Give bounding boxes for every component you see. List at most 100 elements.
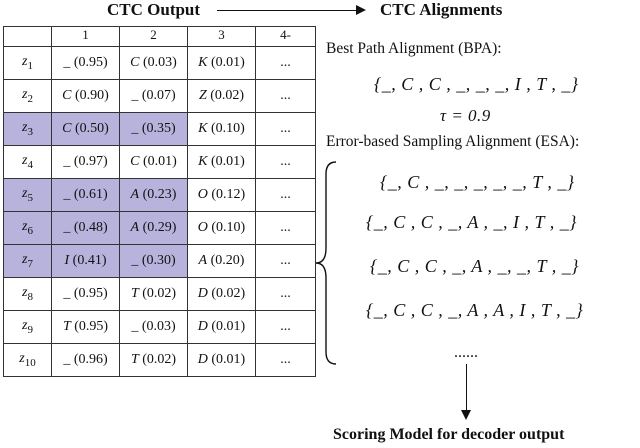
probability-cell: T (0.02)	[119, 343, 188, 377]
timestep-label: z10	[3, 343, 52, 377]
token-probability: (0.61)	[73, 187, 108, 202]
down-arrow-line	[466, 364, 467, 414]
token-probability: (0.35)	[141, 121, 176, 136]
column-header: 1	[51, 26, 120, 47]
probability-cell: _ (0.48)	[51, 211, 120, 245]
timestep-symbol: z	[22, 285, 28, 301]
token-symbol: I	[64, 253, 70, 268]
probability-cell: _ (0.35)	[119, 112, 188, 146]
token-symbol: _	[131, 253, 139, 268]
token-probability: (0.48)	[73, 220, 108, 235]
probability-cell: O (0.10)	[187, 211, 256, 245]
tau-value: τ = 0.9	[440, 106, 491, 125]
table-row: z8_ (0.95)T (0.02)D (0.02)...	[3, 277, 316, 311]
timestep-index: 3	[27, 125, 33, 138]
token-probability: (0.01)	[211, 352, 246, 367]
token-probability: (0.10)	[211, 220, 246, 235]
token-probability: (0.02)	[211, 286, 246, 301]
token-symbol: O	[197, 187, 208, 202]
probability-cell: A (0.23)	[119, 178, 188, 212]
scoring-model-label: Scoring Model for decoder output	[333, 426, 565, 443]
probability-cell: D (0.01)	[187, 343, 256, 377]
token-probability: (0.10)	[211, 121, 245, 136]
column-header: 4-	[255, 26, 316, 47]
probability-cell: A (0.29)	[119, 211, 188, 245]
timestep-index: 7	[27, 257, 33, 270]
token-probability: (0.02)	[210, 88, 245, 103]
table-row: z5_ (0.61)A (0.23)O (0.12)...	[3, 178, 316, 212]
probability-cell: ...	[255, 277, 316, 311]
timestep-label: z8	[3, 277, 52, 311]
token-symbol: A	[198, 253, 208, 268]
token-symbol: K	[198, 55, 208, 70]
token-symbol: _	[63, 352, 71, 367]
probability-cell: _ (0.07)	[119, 79, 188, 113]
timestep-index: 1	[27, 59, 33, 72]
timestep-index: 6	[27, 224, 33, 237]
token-probability: (0.20)	[210, 253, 245, 268]
table-row: z10_ (0.96)T (0.02)D (0.01)...	[3, 343, 316, 377]
probability-cell: D (0.02)	[187, 277, 256, 311]
ctc-output-header: CTC Output	[107, 0, 201, 19]
timestep-symbol: z	[19, 351, 25, 367]
token-symbol: _	[63, 220, 71, 235]
token-probability: (0.03)	[141, 319, 176, 334]
token-symbol: D	[197, 319, 208, 334]
token-symbol: K	[198, 154, 208, 169]
probability-cell: ...	[255, 178, 316, 212]
token-symbol: _	[63, 286, 71, 301]
token-probability: (0.03)	[143, 55, 177, 70]
down-arrow-head	[461, 410, 471, 420]
timestep-symbol: z	[22, 153, 28, 169]
token-probability: (0.01)	[143, 154, 177, 169]
token-probability: (0.01)	[211, 55, 245, 70]
probability-cell: O (0.12)	[187, 178, 256, 212]
header-arrow-head	[356, 5, 366, 15]
token-symbol: _	[131, 88, 139, 103]
bpa-label: Best Path Alignment (BPA):	[326, 40, 502, 57]
probability-cell: K (0.01)	[187, 46, 256, 80]
timestep-label: z1	[3, 46, 52, 80]
probability-cell: T (0.95)	[51, 310, 120, 344]
timestep-index: 2	[27, 92, 33, 105]
probability-cell: I (0.41)	[51, 244, 120, 278]
timestep-symbol: z	[22, 186, 28, 202]
timestep-index: 10	[24, 356, 36, 369]
timestep-label: z7	[3, 244, 52, 278]
timestep-label: z6	[3, 211, 52, 245]
table-row: z6_ (0.48)A (0.29)O (0.10)...	[3, 211, 316, 245]
token-symbol: T	[130, 352, 139, 367]
token-probability: (0.96)	[73, 352, 108, 367]
timestep-symbol: z	[22, 318, 28, 334]
probability-cell: K (0.10)	[187, 112, 256, 146]
token-symbol: Z	[198, 88, 207, 103]
token-probability: (0.02)	[142, 352, 177, 367]
token-probability: (0.95)	[73, 286, 108, 301]
token-probability: (0.29)	[142, 220, 177, 235]
timestep-index: 4	[27, 158, 33, 171]
probability-cell: ...	[255, 310, 316, 344]
bpa-sequence: {_, C , C , _, _, _, I , T , _}	[374, 74, 579, 94]
probability-cell: ...	[255, 46, 316, 80]
esa-ellipsis: ......	[454, 344, 478, 361]
esa-brace	[315, 161, 337, 365]
token-probability: (0.12)	[211, 187, 246, 202]
esa-label: Error-based Sampling Alignment (ESA):	[326, 133, 580, 150]
timestep-symbol: z	[22, 120, 28, 136]
timestep-symbol: z	[22, 87, 28, 103]
token-symbol: T	[62, 319, 71, 334]
ctc-alignments-header: CTC Alignments	[380, 0, 503, 19]
token-probability: (0.02)	[142, 286, 177, 301]
token-symbol: _	[131, 319, 139, 334]
probability-cell: _ (0.96)	[51, 343, 120, 377]
token-symbol: A	[130, 187, 140, 202]
esa-sequence-2: {_, C , C , _, A , _, I , T , _}	[366, 212, 577, 232]
probability-cell: _ (0.97)	[51, 145, 120, 179]
probability-cell: _ (0.30)	[119, 244, 188, 278]
token-symbol: D	[197, 352, 208, 367]
token-probability: (0.90)	[75, 88, 109, 103]
token-probability: (0.01)	[211, 319, 246, 334]
probability-cell: _ (0.95)	[51, 46, 120, 80]
